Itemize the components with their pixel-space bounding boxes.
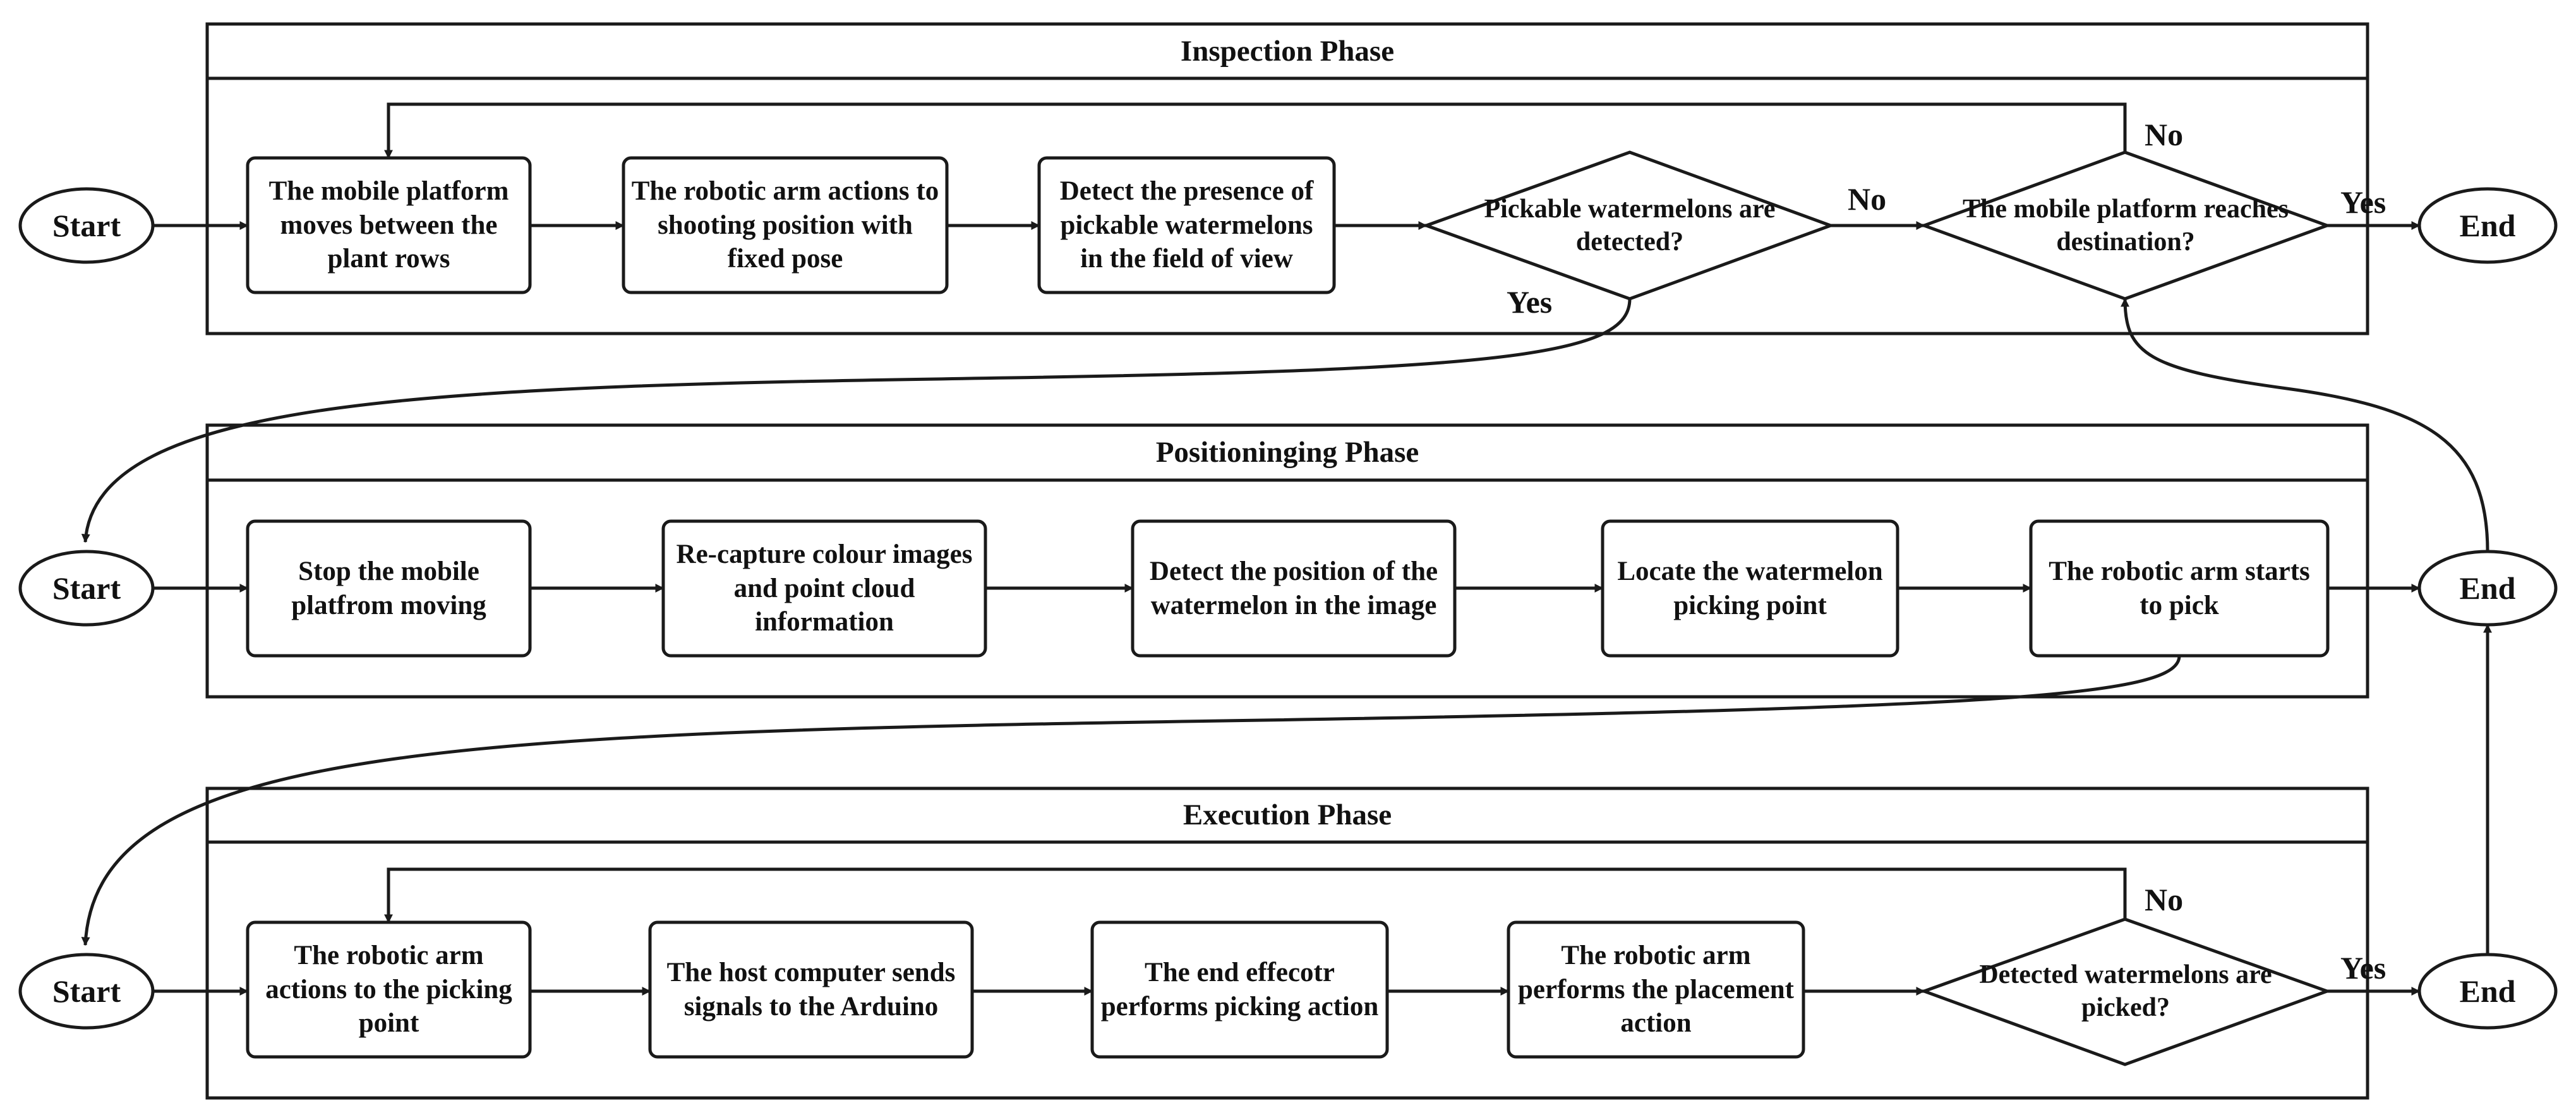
- inspection-decision-1-no-label: No: [1848, 181, 1887, 217]
- inspection-step-1: The mobile platform moves between the pl…: [268, 176, 509, 274]
- inspection-decision-2: The mobile platform reaches destination?: [1963, 194, 2289, 257]
- arrow-pos-end-to-decision2: [2121, 298, 2489, 552]
- arrow-pos-step5-to-exec-start: [81, 655, 2181, 946]
- arrow-decision2-no-loop: [384, 102, 2127, 159]
- inspection-start-label: Start: [52, 207, 121, 243]
- execution-step-2: The host computer sends signals to the A…: [666, 957, 956, 1022]
- arrow-exec-decision-no-loop: [384, 867, 2127, 924]
- execution-phase-frame: [205, 787, 2369, 1100]
- execution-phase-title: Execution Phase: [1183, 799, 1392, 832]
- inspection-end-label: End: [2459, 207, 2516, 243]
- positioning-end-label: End: [2459, 570, 2516, 606]
- inspection-decision-1: Pickable watermelons are detected?: [1484, 194, 1776, 257]
- positioning-step-5: The robotic arm starts to pick: [2049, 556, 2310, 620]
- execution-decision-no-label: No: [2145, 881, 2184, 917]
- positioning-step-4: Locate the watermelon picking point: [1617, 556, 1883, 620]
- inspection-step-2: The robotic arm actions to shooting posi…: [631, 176, 939, 274]
- inspection-decision-2-no-label: No: [2145, 116, 2184, 152]
- inspection-phase-frame: [205, 22, 2369, 335]
- execution-step-4: The robotic arm performs the placement a…: [1517, 940, 1795, 1039]
- execution-step-1: The robotic arm actions to the picking p…: [265, 940, 512, 1039]
- positioning-phase-title: Positioninging Phase: [1155, 436, 1419, 469]
- positioning-step-3: Detect the position of the watermelon in…: [1149, 556, 1438, 620]
- execution-step-3: The end effecotr performs picking action: [1100, 957, 1379, 1022]
- execution-end-label: End: [2459, 973, 2516, 1009]
- arrow-decision1-yes: [81, 298, 1632, 543]
- execution-decision-yes-label: Yes: [2340, 949, 2386, 985]
- positioning-phase-frame: [205, 423, 2369, 699]
- positioning-step-2: Re-capture colour images and point cloud…: [676, 539, 973, 637]
- inspection-step-3: Detect the presence of pickable watermel…: [1059, 176, 1314, 274]
- inspection-phase-title: Inspection Phase: [1180, 34, 1395, 68]
- execution-start-label: Start: [52, 973, 121, 1009]
- execution-decision: Detected watermelons are picked?: [1979, 960, 2272, 1023]
- positioning-step-1: Stop the mobile platfrom moving: [291, 556, 486, 620]
- inspection-decision-1-yes-label: Yes: [1507, 284, 1553, 320]
- positioning-start-label: Start: [52, 570, 121, 606]
- inspection-decision-2-yes-label: Yes: [2340, 184, 2386, 220]
